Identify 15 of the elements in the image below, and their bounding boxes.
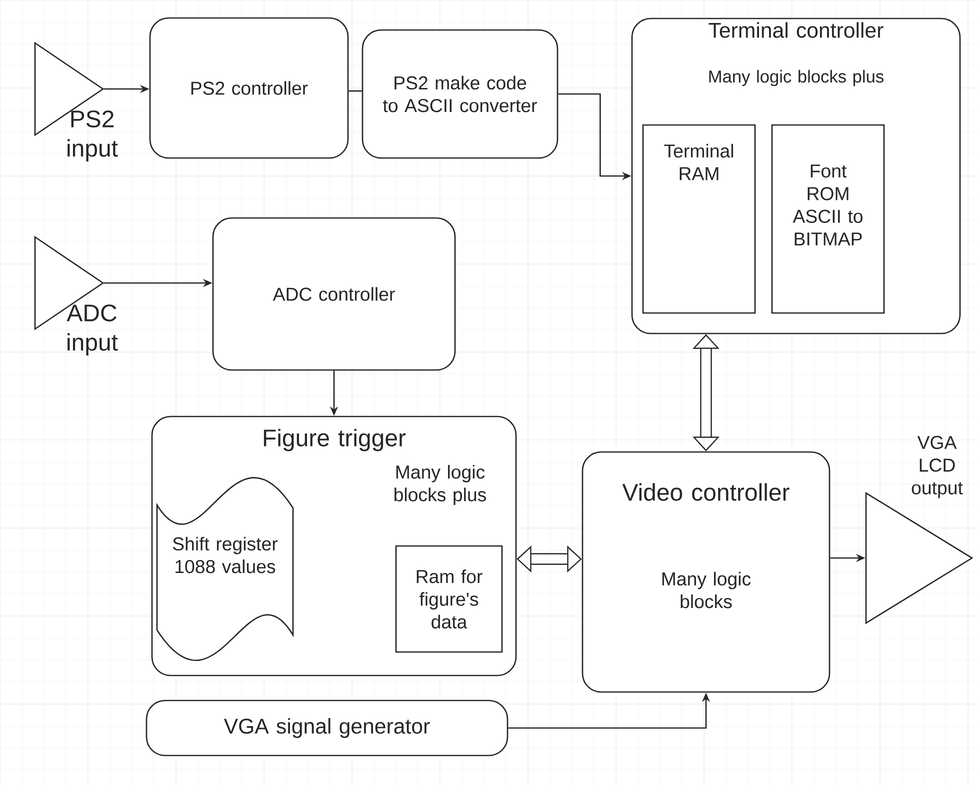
- double-arrow: [516, 546, 582, 572]
- line: [348, 90, 362, 92]
- memory-box: Ram for figure's data: [395, 545, 503, 653]
- block-box: ADC controller: [212, 217, 456, 371]
- node-label: input: [68, 139, 118, 162]
- double-arrow: [692, 334, 720, 452]
- memory-box: Font ROM ASCII to BITMAP: [771, 124, 885, 314]
- block-box: Video controller Many logic blocks: [582, 451, 830, 693]
- block-box: VGA signal generator: [146, 700, 508, 756]
- block-box: PS2 make code to ASCII converter: [362, 29, 558, 159]
- memory-box: Terminal RAM: [642, 124, 756, 314]
- block-box: PS2 controller: [149, 17, 349, 159]
- node-label: output: [912, 482, 963, 498]
- tape-box: Shift register 1088 values: [156, 477, 294, 661]
- node-label: input: [68, 333, 118, 356]
